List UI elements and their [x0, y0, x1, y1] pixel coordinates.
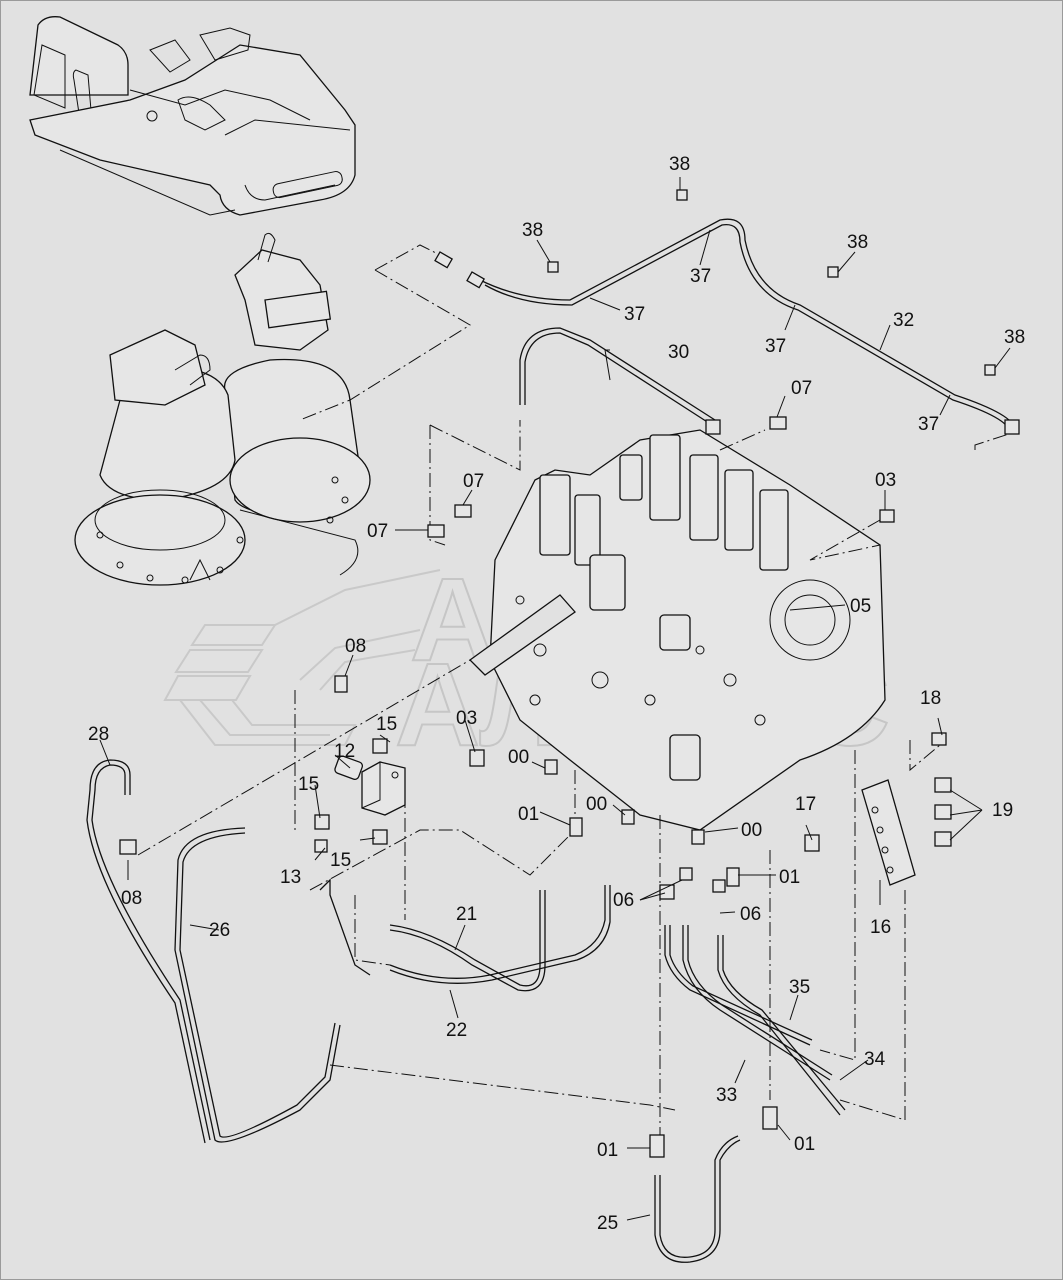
manifold-bracket-icon [861, 779, 916, 886]
callout-30[interactable]: 30 [668, 342, 689, 363]
callout-38[interactable]: 38 [669, 154, 690, 175]
callout-19[interactable]: 19 [992, 800, 1013, 821]
callout-28[interactable]: 28 [88, 724, 109, 745]
callout-18[interactable]: 18 [920, 688, 941, 709]
callout-00[interactable]: 00 [586, 794, 607, 815]
callout-25[interactable]: 25 [597, 1213, 618, 1234]
callout-00[interactable]: 00 [741, 820, 762, 841]
callout-32[interactable]: 32 [893, 310, 914, 331]
callout-38[interactable]: 38 [1004, 327, 1025, 348]
callout-01[interactable]: 01 [794, 1134, 815, 1155]
hose-21 [389, 890, 541, 987]
callout-33[interactable]: 33 [716, 1085, 737, 1106]
callout-16[interactable]: 16 [870, 917, 891, 938]
control-valve-assembly-icon [469, 429, 886, 831]
callouts: 38 38 38 38 37 37 37 37 32 30 07 07 07 0… [88, 154, 1025, 1234]
callout-01[interactable]: 01 [597, 1140, 618, 1161]
swing-motor-assembly-icon [74, 232, 371, 586]
callout-37[interactable]: 37 [690, 266, 711, 287]
callout-06[interactable]: 06 [613, 890, 634, 911]
callout-37[interactable]: 37 [918, 414, 939, 435]
hose-33 [717, 935, 841, 1116]
pipe-32 [479, 218, 1016, 431]
hose-22 [389, 885, 606, 979]
hoses [86, 218, 1016, 1263]
hose-34 [682, 925, 831, 1081]
callout-35[interactable]: 35 [789, 977, 810, 998]
callout-15[interactable]: 15 [330, 850, 351, 871]
callout-15[interactable]: 15 [298, 774, 319, 795]
excavator-overview-icon [29, 16, 356, 216]
fittings [119, 189, 1020, 1158]
callout-17[interactable]: 17 [795, 794, 816, 815]
callout-00[interactable]: 00 [508, 747, 529, 768]
callout-26[interactable]: 26 [209, 920, 230, 941]
callout-01[interactable]: 01 [779, 867, 800, 888]
callout-07[interactable]: 07 [463, 471, 484, 492]
callout-15[interactable]: 15 [376, 714, 397, 735]
pipe-30 [519, 327, 716, 421]
callout-34[interactable]: 34 [864, 1049, 886, 1070]
callout-08[interactable]: 08 [345, 636, 366, 657]
callout-13[interactable]: 13 [280, 867, 301, 888]
callout-01[interactable]: 01 [518, 804, 539, 825]
callout-37[interactable]: 37 [624, 304, 645, 325]
callout-37[interactable]: 37 [765, 336, 786, 357]
callout-07[interactable]: 07 [791, 378, 812, 399]
callout-leaders [99, 177, 1011, 1221]
junction-block-icon [334, 755, 406, 816]
hose-35 [664, 925, 811, 1046]
callout-06[interactable]: 06 [740, 904, 761, 925]
callout-38[interactable]: 38 [847, 232, 868, 253]
hose-25 [654, 1139, 741, 1263]
callout-08[interactable]: 08 [121, 888, 142, 909]
callout-38[interactable]: 38 [522, 220, 543, 241]
callout-03[interactable]: 03 [875, 470, 896, 491]
callout-05[interactable]: 05 [850, 596, 871, 617]
callout-22[interactable]: 22 [446, 1020, 467, 1041]
callout-21[interactable]: 21 [456, 904, 477, 925]
hose-26 [174, 827, 341, 1143]
watermark-logo-icon [163, 569, 441, 746]
callout-07[interactable]: 07 [367, 521, 388, 542]
hose-28 [91, 764, 211, 1141]
callout-03[interactable]: 03 [456, 708, 477, 729]
callout-12[interactable]: 12 [334, 741, 355, 762]
